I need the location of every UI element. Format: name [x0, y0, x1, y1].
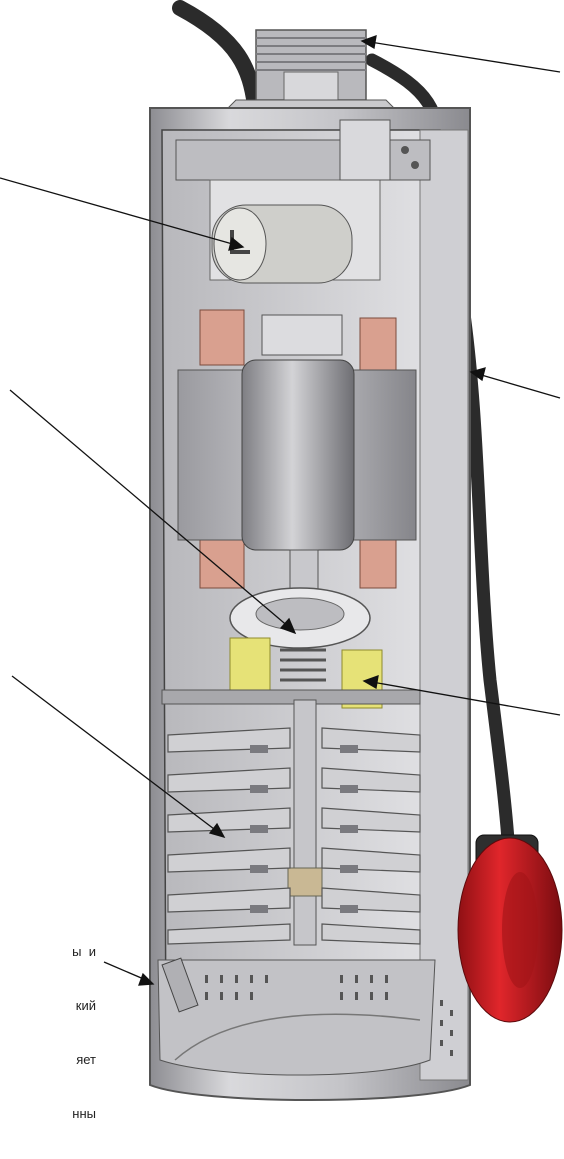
pump-cutaway-diagram: ы и кий яет нны: [0, 0, 563, 1121]
callout-line-connector: [0, 177, 237, 246]
callout-line-strainer: [103, 961, 147, 981]
callout-arrowhead-bearing: [279, 617, 297, 635]
callout-line-housing: [477, 373, 561, 399]
callout-line-seal: [371, 681, 561, 716]
callout-line-impellers: [11, 675, 219, 833]
caption-line-3: яет: [76, 1052, 96, 1067]
caption-line-1: ы и: [72, 944, 96, 959]
callout-arrowhead-outlet: [360, 35, 377, 50]
callout-arrowhead-connector: [228, 236, 245, 251]
float-switch: [457, 834, 563, 1023]
callout-line-bearing: [9, 389, 291, 629]
callout-arrowhead-housing: [469, 367, 486, 382]
impeller-stages: [167, 727, 421, 945]
caption-line-2: кий: [75, 998, 96, 1013]
pump-shaft: [293, 699, 317, 946]
shaft-coupling: [287, 867, 323, 897]
caption-line-4: нны: [72, 1106, 96, 1121]
callout-line-outlet: [369, 41, 561, 73]
power-cable: [172, 0, 263, 113]
callout-arrowhead-seal: [362, 675, 379, 690]
callout-arrowhead-impellers: [208, 822, 226, 839]
caption-fragment: ы и кий яет нны: [0, 907, 96, 1159]
separator-plate: [161, 689, 421, 705]
inlet-strainer: [157, 957, 453, 1076]
callout-arrowhead-strainer: [138, 972, 155, 986]
rotor: [241, 314, 355, 591]
ball-bearing: [229, 587, 371, 649]
